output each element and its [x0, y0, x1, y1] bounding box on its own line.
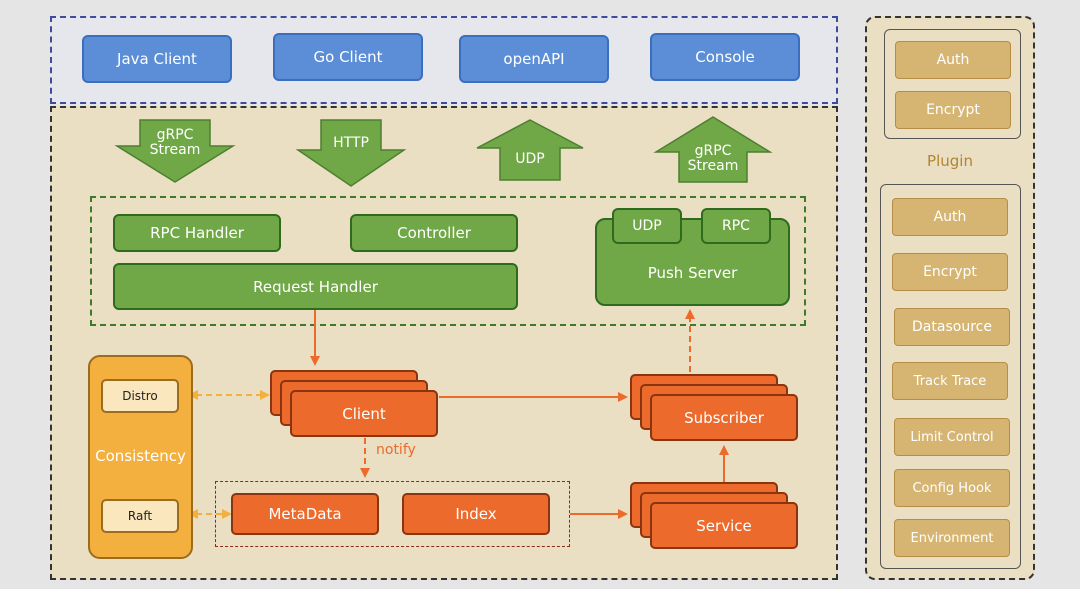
raft-box: Raft	[101, 499, 179, 533]
plugin-top-auth-box: Auth	[895, 41, 1011, 79]
udp-label: UDP	[515, 151, 545, 167]
plugin-environment-box: Environment	[894, 519, 1010, 557]
openapi-box: openAPI	[459, 35, 609, 83]
service-box: Service	[650, 502, 798, 549]
grpc-stream-down-arrow	[114, 119, 236, 183]
push-udp-box: UDP	[612, 208, 682, 244]
plugin-config-hook-box: Config Hook	[894, 469, 1010, 507]
controller-box: Controller	[350, 214, 518, 252]
plugin-encrypt-box: Encrypt	[892, 253, 1008, 291]
metadata-box: MetaData	[231, 493, 379, 535]
index-box: Index	[402, 493, 550, 535]
udp-up-arrow	[476, 119, 584, 181]
client-box: Client	[290, 390, 438, 437]
notify-label: notify	[376, 442, 416, 458]
plugin-list-group	[880, 184, 1021, 569]
grpc-stream-up-arrow	[653, 116, 773, 183]
plugin-top-encrypt-box: Encrypt	[895, 91, 1011, 129]
go-client-box: Go Client	[273, 33, 423, 81]
push-server-label: Push Server	[647, 264, 738, 282]
request-handler-box: Request Handler	[113, 263, 518, 310]
plugin-auth-box: Auth	[892, 198, 1008, 236]
java-client-box: Java Client	[82, 35, 232, 83]
http-down-arrow	[295, 119, 407, 187]
plugin-track-trace-box: Track Trace	[892, 362, 1008, 400]
subscriber-box: Subscriber	[650, 394, 798, 441]
plugin-limit-control-box: Limit Control	[894, 418, 1010, 456]
console-box: Console	[650, 33, 800, 81]
plugin-title: Plugin	[927, 152, 973, 170]
plugin-top-group	[884, 29, 1021, 139]
plugin-datasource-box: Datasource	[894, 308, 1010, 346]
consistency-label: Consistency	[95, 447, 186, 465]
push-rpc-box: RPC	[701, 208, 771, 244]
rpc-handler-box: RPC Handler	[113, 214, 281, 252]
distro-box: Distro	[101, 379, 179, 413]
access-layer-frame	[90, 196, 806, 326]
http-label: HTTP	[333, 135, 369, 151]
